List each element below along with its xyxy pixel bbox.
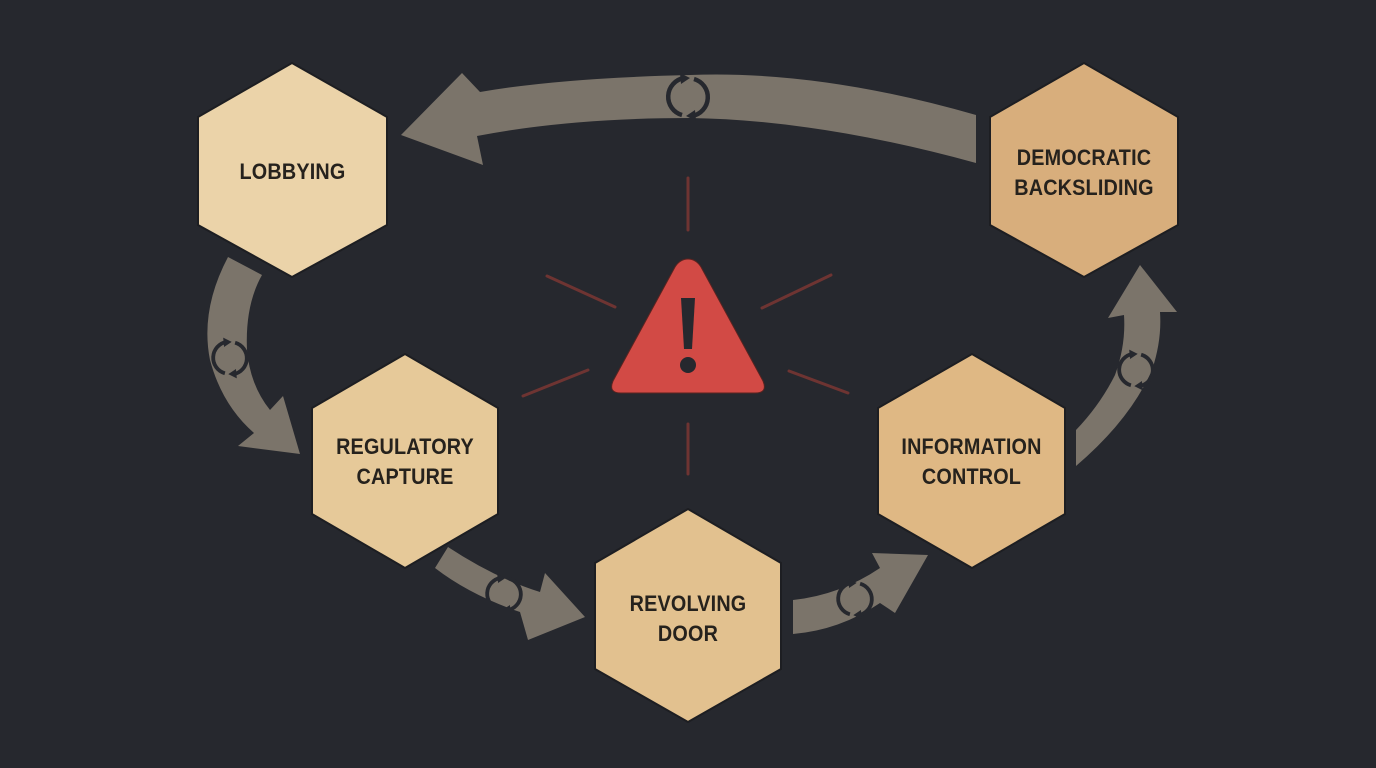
cycle-icon <box>665 73 711 121</box>
arrow-information-to-backsliding <box>1076 265 1177 466</box>
arrow-regulatory-to-revolving <box>435 547 585 640</box>
arrow-lobbying-to-regulatory <box>207 257 300 454</box>
hexagon-democratic-backsliding <box>989 61 1179 279</box>
cycle-icon <box>485 573 523 615</box>
node-label-information-control: INFORMATION CONTROL <box>901 434 1042 489</box>
hexagon-regulatory-capture <box>311 352 499 570</box>
warning-rays <box>521 176 850 476</box>
hexagon-revolving-door <box>594 507 782 724</box>
arrow-backsliding-to-lobbying <box>401 73 976 165</box>
node-label-lobbying: LOBBYING <box>239 159 346 184</box>
node-label-democratic-backsliding: DEMOCRATIC BACKSLIDING <box>1014 145 1154 200</box>
hexagon-information-control <box>877 352 1066 570</box>
node-label-regulatory-capture: REGULATORY CAPTURE <box>336 434 474 489</box>
node-label-revolving-door: REVOLVING DOOR <box>629 591 747 646</box>
cycle-icon <box>836 578 874 620</box>
warning-icon <box>611 258 765 394</box>
cycle-icon <box>1117 349 1155 391</box>
hexagon-lobbying <box>197 61 388 279</box>
arrow-revolving-to-information <box>793 553 928 634</box>
cycle-icon <box>211 337 249 379</box>
